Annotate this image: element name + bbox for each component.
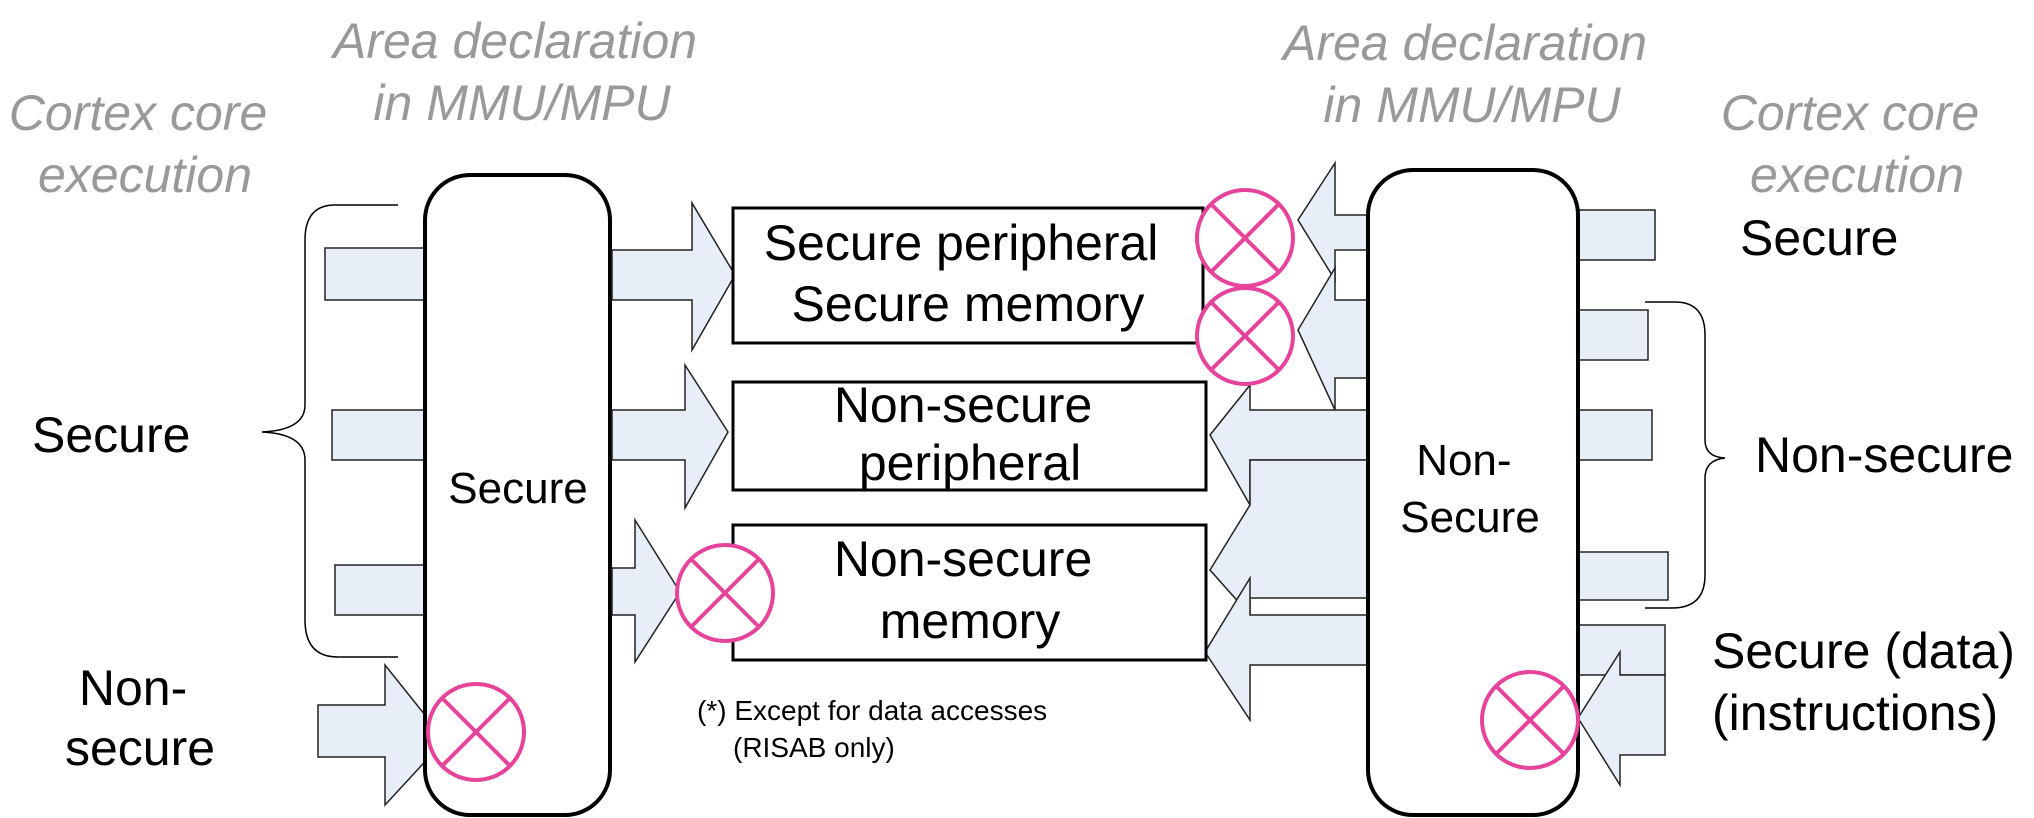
deny-x-marker-icon [1480, 670, 1580, 770]
secure-column [423, 173, 612, 817]
ns-to-ns-memory-arrow [1209, 459, 1369, 617]
ns-to-secure-peripheral-arrow-bottom [1297, 265, 1369, 411]
secure-to-ns-peripheral-arrow [611, 362, 729, 511]
right-area-header: Area declaration in MMU/MPU [1280, 15, 1661, 133]
right-core-header: Cortex core execution [1721, 85, 1993, 203]
left-core-header: Cortex core execution [9, 85, 281, 203]
left-nonsecure-arrow [317, 662, 446, 807]
right-nonsecure-brace [1645, 301, 1726, 609]
secure-column-label: Secure [448, 464, 587, 513]
ns-to-secure-peripheral-arrow-top [1297, 160, 1369, 283]
right-secure-data-label: Secure (data) [1712, 623, 2015, 679]
ns-peripheral-block [731, 380, 1208, 492]
secure-peripheral-memory-block [731, 206, 1205, 345]
right-input-arrow-1 [1574, 209, 1656, 261]
left-secure-label: Secure [32, 407, 190, 463]
secure-peripheral-memory-label: Secure peripheral Secure memory [764, 215, 1173, 332]
right-input-arrow-2 [1574, 309, 1649, 361]
right-instructions-label: (instructions) [1712, 685, 1998, 741]
secure-to-ns-memory-arrow [611, 517, 681, 665]
deny-x-marker-icon [426, 682, 526, 782]
right-instructions-arrow [1577, 649, 1666, 788]
ns-memory-label: Non-secure memory [834, 531, 1106, 649]
right-input-arrow-4 [1574, 551, 1669, 601]
ns-to-ns-memory-arrow-2 [1204, 575, 1369, 723]
right-input-arrow-3 [1574, 409, 1653, 461]
deny-x-marker-icon [1195, 188, 1295, 288]
left-nonsecure-label: Non- secure [65, 660, 215, 776]
secure-to-secure-peripheral-arrow [611, 200, 736, 353]
ns-memory-block [731, 523, 1208, 662]
deny-x-marker-icon [675, 543, 775, 643]
non-secure-column-label: Non- Secure [1400, 436, 1539, 542]
right-secure-label: Secure [1740, 210, 1898, 266]
left-area-header: Area declaration in MMU/MPU [330, 13, 711, 131]
footnote: (*) Except for data accesses (RISAB only… [697, 695, 1055, 763]
ns-peripheral-label: Non-secure peripheral [834, 377, 1106, 491]
left-secure-brace [261, 204, 398, 658]
right-nonsecure-label: Non-secure [1755, 427, 2013, 483]
deny-x-marker-icon [1195, 286, 1295, 386]
non-secure-column [1366, 168, 1580, 817]
